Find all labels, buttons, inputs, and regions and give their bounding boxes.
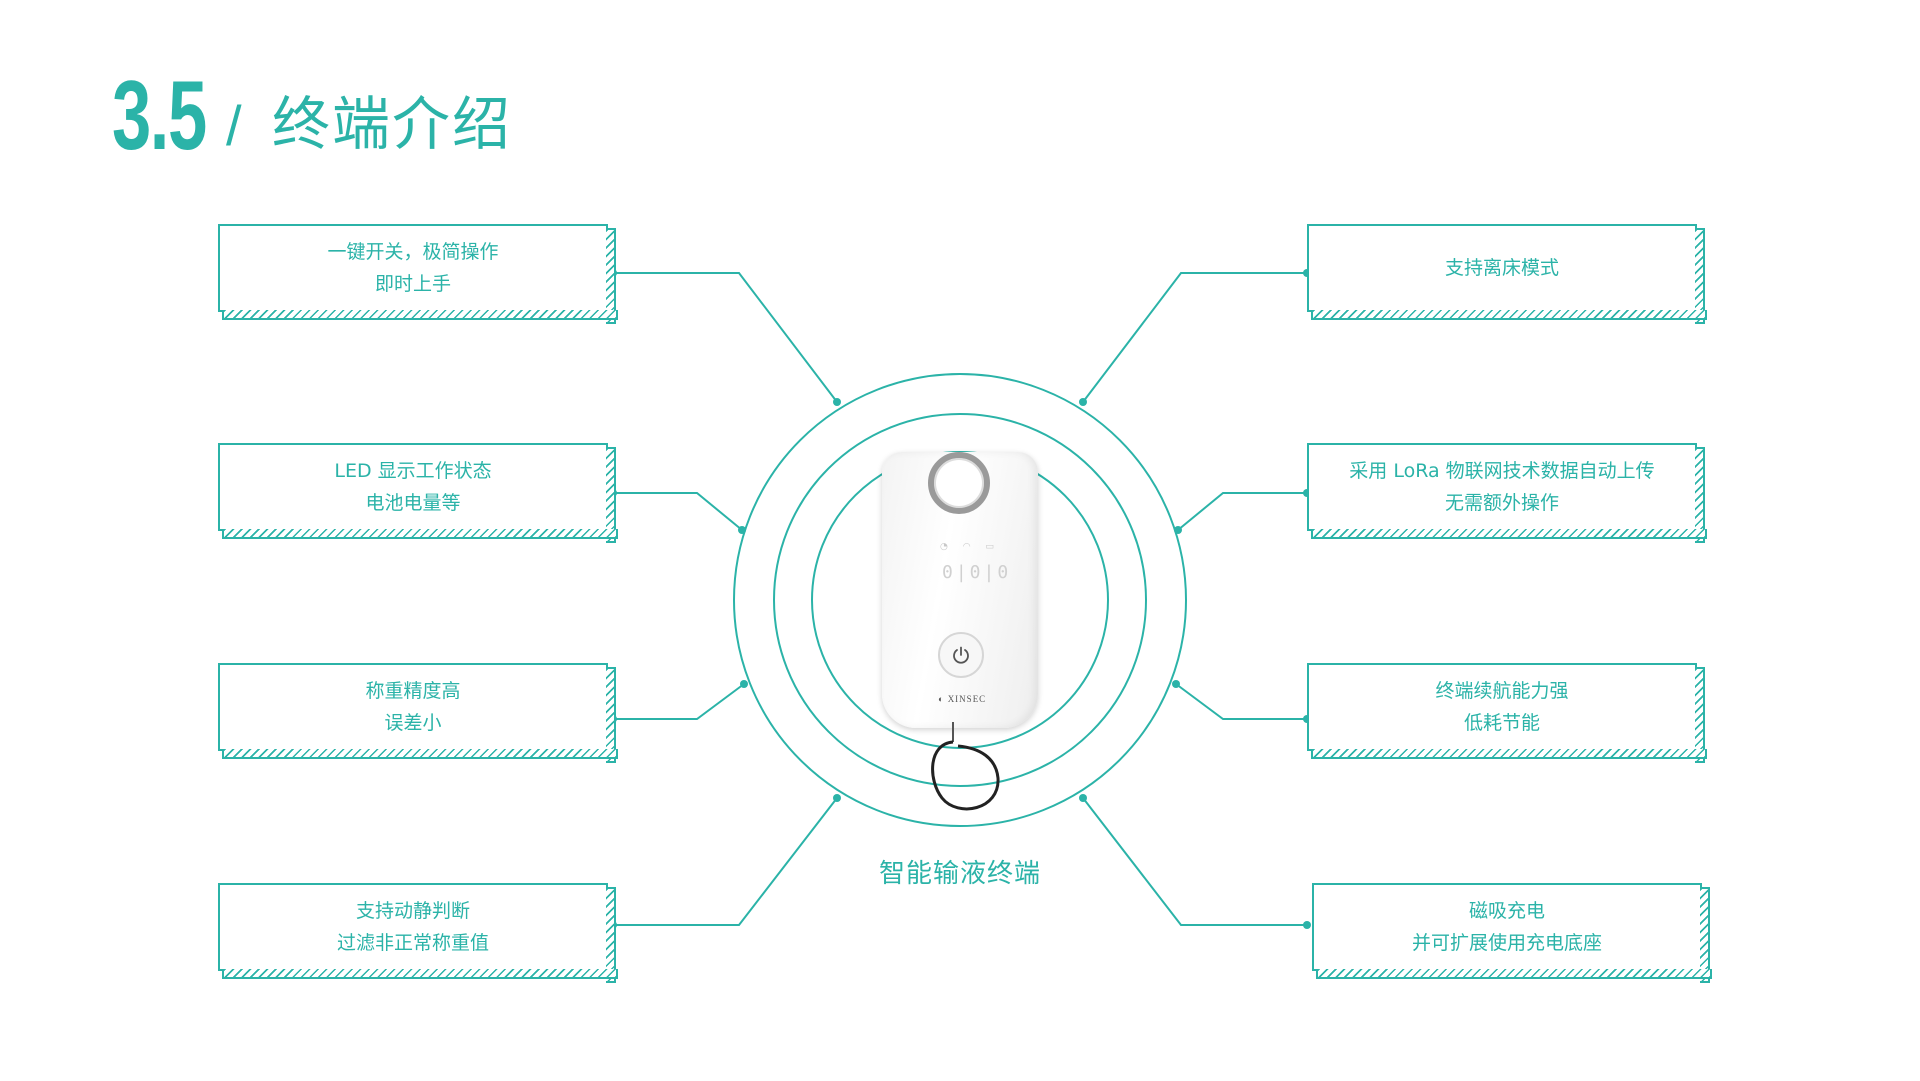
- outer-ring: [733, 373, 1187, 827]
- feature-box-right-1: 支持离床模式: [1307, 224, 1707, 324]
- feature-box-left-2: LED 显示工作状态 电池电量等: [218, 443, 618, 543]
- led-display: 0|0|0: [942, 562, 1012, 583]
- status-icons: ◔ ◠ ▭: [940, 542, 1000, 552]
- brand-text: XINSEC: [947, 694, 987, 704]
- feature-box-right-4: 磁吸充电 并可扩展使用充电底座: [1312, 883, 1712, 983]
- connector-right-1: [1082, 272, 1307, 403]
- title-slash: /: [226, 94, 242, 157]
- feature-text: 支持动静判断: [355, 900, 470, 922]
- feature-text: 并可扩展使用充电底座: [1411, 932, 1602, 954]
- feature-text: 称重精度高: [365, 680, 461, 702]
- feature-box-left-3: 称重精度高 误差小: [218, 663, 618, 763]
- hanging-ring: [928, 452, 990, 514]
- brand-logo-icon: ◐: [938, 694, 945, 704]
- power-icon: [953, 646, 969, 664]
- device-caption: 智能输液终端: [878, 859, 1041, 889]
- connector-left-2: [613, 492, 743, 531]
- hook-icon: [931, 722, 1000, 811]
- feature-text: 低耗节能: [1463, 712, 1540, 734]
- feature-text: 支持离床模式: [1444, 257, 1559, 279]
- feature-text: 采用 LoRa 物联网技术数据自动上传: [1349, 460, 1655, 482]
- feature-box-right-2: 采用 LoRa 物联网技术数据自动上传 无需额外操作: [1307, 443, 1707, 543]
- section-number: 3.5: [112, 60, 207, 170]
- brand-label: ◐ XINSEC: [938, 694, 986, 704]
- feature-box-left-1: 一键开关，极简操作 即时上手: [218, 224, 618, 324]
- feature-box-left-4: 支持动静判断 过滤非正常称重值: [218, 883, 618, 983]
- feature-text: 一键开关，极简操作: [327, 241, 499, 263]
- feature-text: 即时上手: [374, 273, 451, 295]
- connector-left-1: [613, 272, 838, 403]
- connector-left-3: [613, 683, 745, 720]
- feature-text: 电池电量等: [365, 492, 461, 514]
- feature-text: 磁吸充电: [1468, 900, 1545, 922]
- feature-text: 终端续航能力强: [1435, 680, 1569, 702]
- feature-text: LED 显示工作状态: [334, 460, 492, 482]
- connector-right-4: [1082, 797, 1307, 926]
- connector-right-2: [1177, 492, 1307, 531]
- feature-box-right-3: 终端续航能力强 低耗节能: [1307, 663, 1707, 763]
- middle-ring: [773, 413, 1147, 787]
- feature-text: 误差小: [384, 712, 442, 734]
- page-title: 终端介绍: [272, 90, 513, 158]
- connector-left-4: [613, 797, 838, 926]
- feature-text: 无需额外操作: [1444, 492, 1559, 514]
- connector-right-3: [1175, 683, 1307, 720]
- feature-text: 过滤非正常称重值: [336, 932, 489, 954]
- power-button[interactable]: [938, 632, 984, 678]
- infusion-terminal-device: ◔ ◠ ▭ 0|0|0 ◐ XINSEC: [882, 452, 1038, 728]
